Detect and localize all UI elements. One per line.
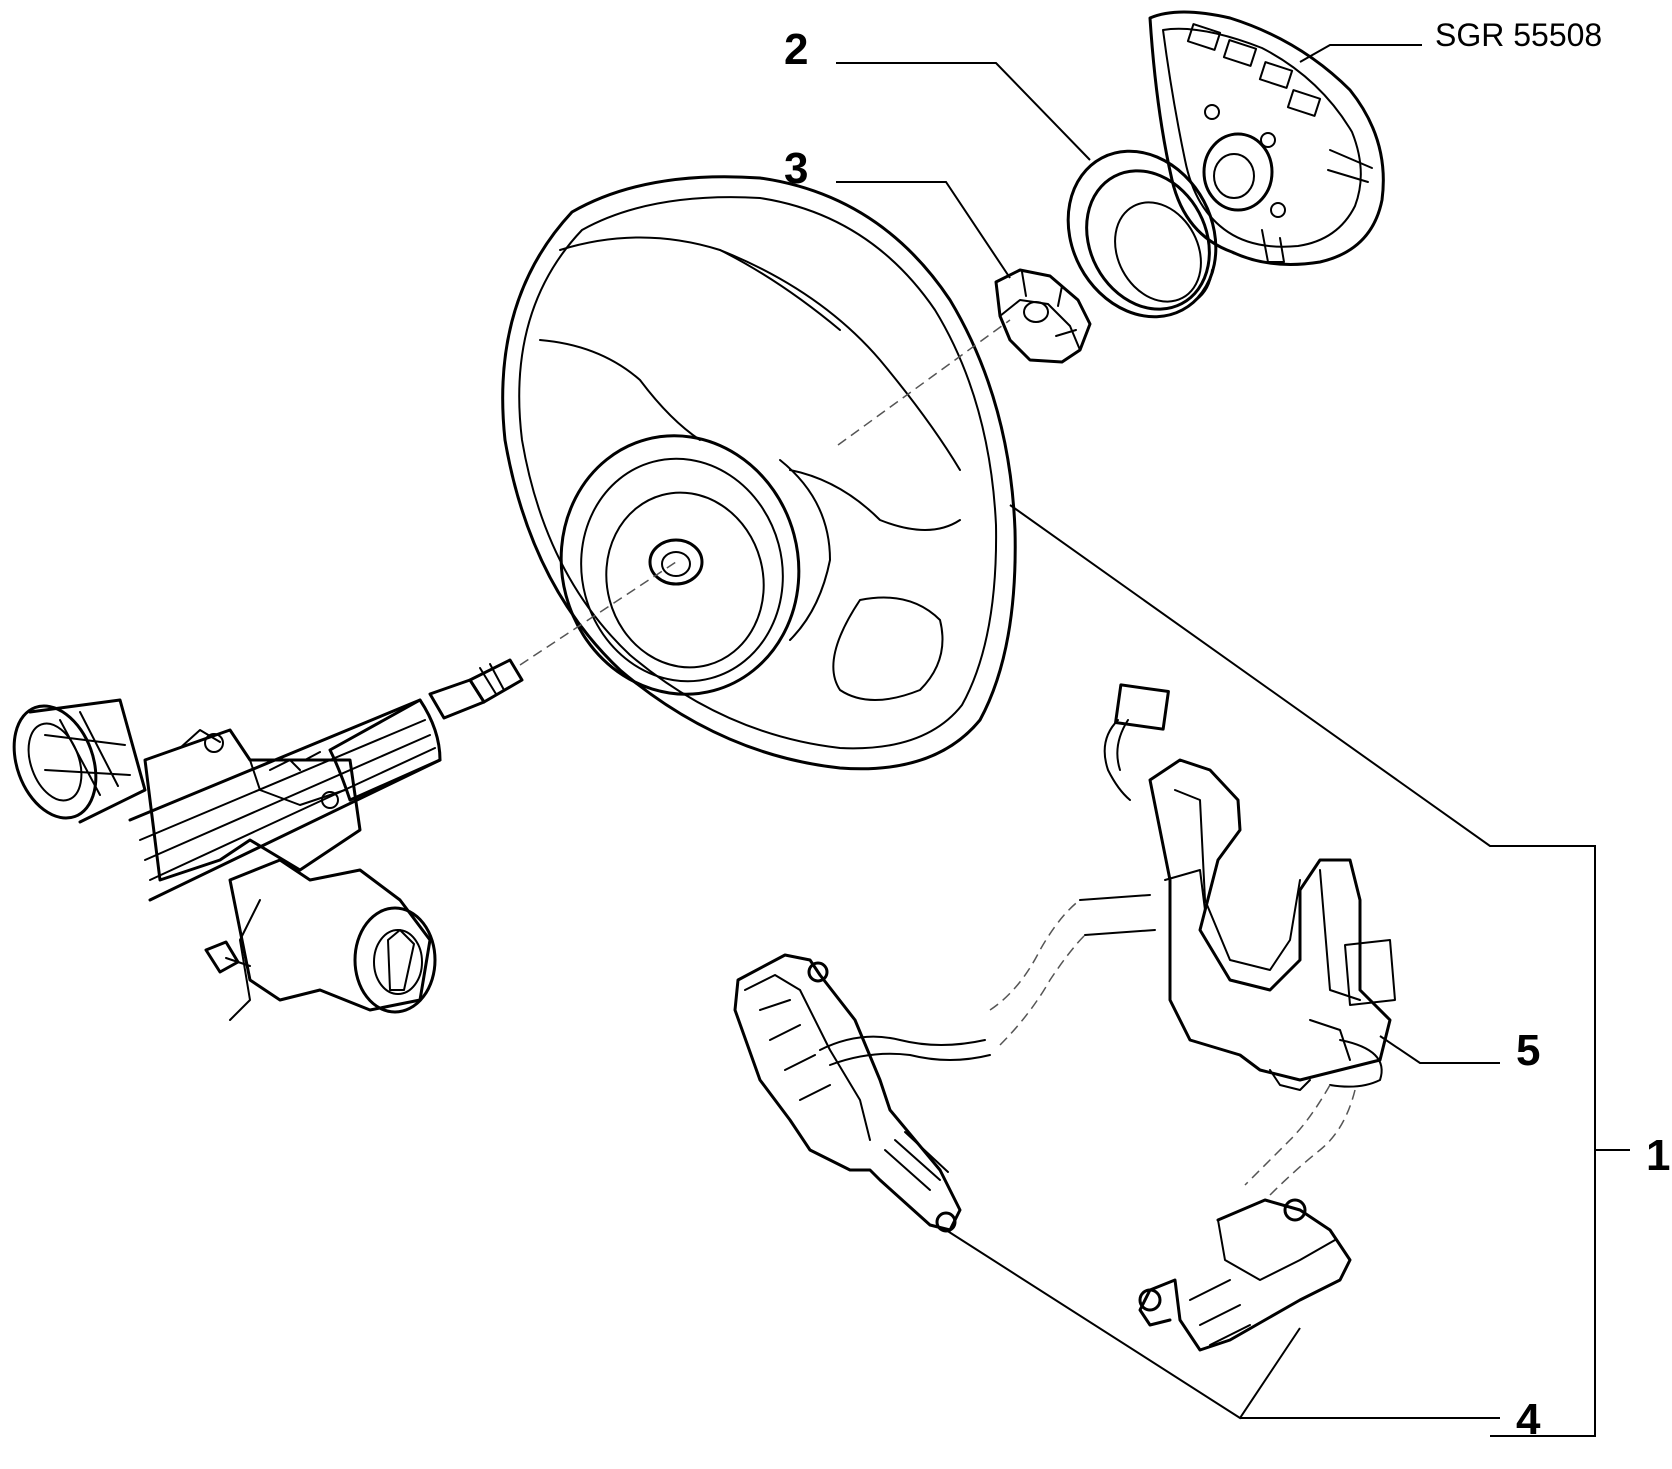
callout-2: 2 — [784, 25, 808, 74]
reference-leader — [1299, 44, 1422, 63]
steering-wheel — [501, 175, 1017, 771]
switch-stalk-right-part-4 — [1138, 1084, 1356, 1352]
drawing-reference: SGR 55508 — [1435, 17, 1602, 53]
callout-3: 3 — [784, 144, 808, 193]
callout-4: 4 — [1516, 1395, 1541, 1444]
callout-5: 5 — [1516, 1026, 1540, 1075]
airbag-module — [1148, 10, 1385, 266]
assembly-axis-line — [519, 319, 1011, 666]
switch-stalk-left-part-4 — [733, 894, 1156, 1233]
callout-1: 1 — [1646, 1131, 1670, 1180]
nut-part-3 — [994, 268, 1092, 364]
clock-spring-part-5 — [1103, 683, 1396, 1091]
cushion-ring-part-2 — [1066, 149, 1218, 319]
steering-column — [12, 658, 524, 1021]
callout-leaders — [836, 62, 1630, 1437]
